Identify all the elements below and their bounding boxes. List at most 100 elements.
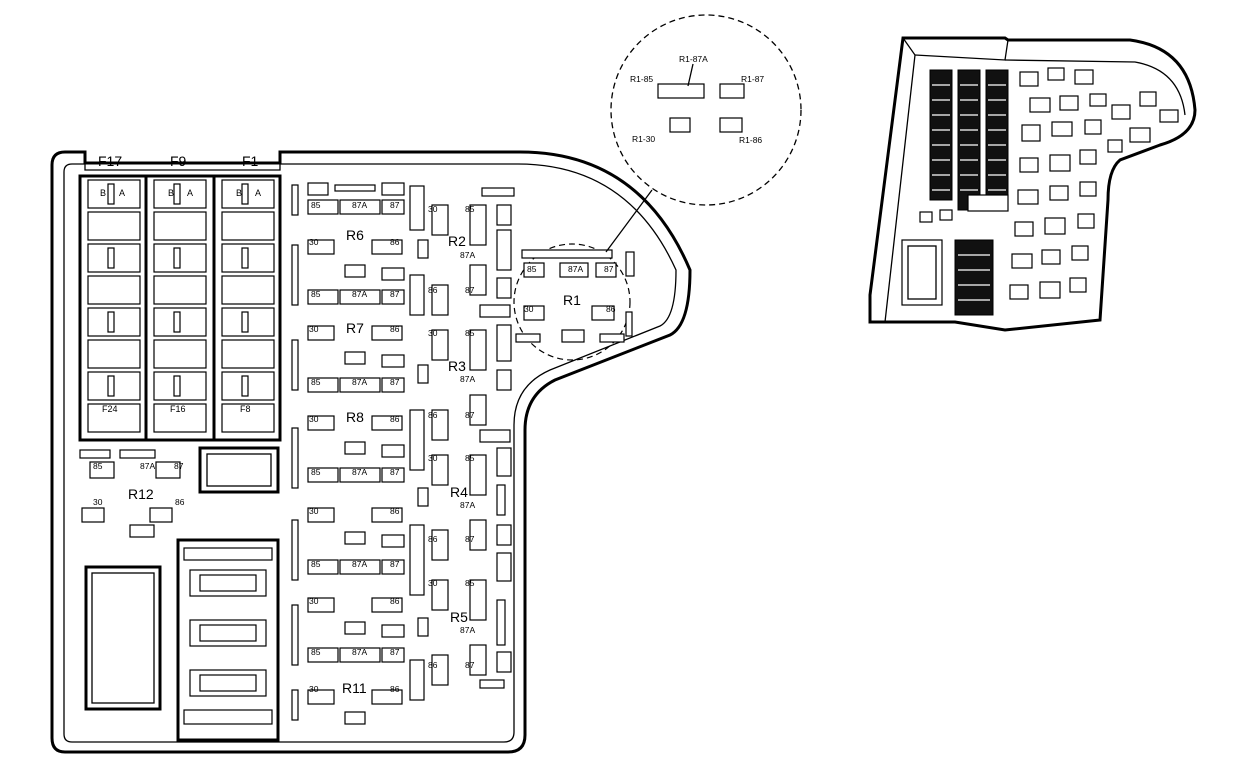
relay-label-r8: R8 xyxy=(346,409,364,425)
pin-label-86: 86 xyxy=(390,506,400,516)
relay-label-r12: R12 xyxy=(128,486,154,502)
pin-label-30: 30 xyxy=(428,204,438,214)
fuse-cell-b: B xyxy=(100,188,106,198)
pin-label-85: 85 xyxy=(465,578,475,588)
pin-label-86: 86 xyxy=(390,596,400,606)
relay-labels: R6 R7 R8 R11 R2 R3 R4 R5 xyxy=(342,227,468,696)
pin-label-30: 30 xyxy=(309,414,319,424)
pin-label-87: 87 xyxy=(465,285,475,295)
pin-label-85: 85 xyxy=(311,289,321,299)
pin-label-87a: 87A xyxy=(352,377,367,387)
pin-label-87: 87 xyxy=(390,559,400,569)
pin-label-86: 86 xyxy=(428,285,438,295)
pin-label-30: 30 xyxy=(428,328,438,338)
pin-label-86: 86 xyxy=(428,534,438,544)
fuse-box-outline xyxy=(50,150,692,754)
relay-label-r1: R1 xyxy=(563,292,581,308)
fuse-box-isometric-view xyxy=(868,36,1197,332)
pin-label-85: 85 xyxy=(465,453,475,463)
pin-label-86: 86 xyxy=(390,237,400,247)
relay-grid xyxy=(291,182,515,725)
pin-label-87: 87 xyxy=(390,289,400,299)
relay-label-r11: R11 xyxy=(342,680,367,696)
pin-label-85: 85 xyxy=(311,200,321,210)
pin-label-86: 86 xyxy=(175,497,185,507)
pin-label-87a: 87A xyxy=(460,250,475,260)
fuse-cell-b: B xyxy=(168,188,174,198)
relay-r1: 85 87A 87 R1 30 86 xyxy=(513,243,635,361)
pin-label-87: 87 xyxy=(465,660,475,670)
pin-label-30: 30 xyxy=(524,304,534,314)
pin-label-87: 87 xyxy=(465,534,475,544)
relay-label-r3: R3 xyxy=(448,358,466,374)
pin-label-30: 30 xyxy=(428,578,438,588)
pin-label-87: 87 xyxy=(174,461,184,471)
pin-label-86: 86 xyxy=(606,304,616,314)
fuse-column-label-f17: F17 xyxy=(98,153,122,169)
pin-label-87: 87 xyxy=(390,377,400,387)
pin-label-87a: 87A xyxy=(460,625,475,635)
pin-label-87a: 87A xyxy=(140,461,155,471)
pin-label-30: 30 xyxy=(309,684,319,694)
fuse-rows xyxy=(87,179,275,433)
fuse-label-f16: F16 xyxy=(170,404,186,414)
pin-label-30: 30 xyxy=(428,453,438,463)
fuse-label-f8: F8 xyxy=(240,404,251,414)
fuse-column-label-f1: F1 xyxy=(242,153,259,169)
detail-label-r1-85: R1-85 xyxy=(630,74,653,84)
pin-label-85: 85 xyxy=(527,264,537,274)
pin-label-85: 85 xyxy=(465,204,475,214)
relay-label-r6: R6 xyxy=(346,227,364,243)
pin-label-85: 85 xyxy=(311,647,321,657)
fuse-column-labels: F17 F9 F1 xyxy=(98,153,259,169)
pin-label-85: 85 xyxy=(311,559,321,569)
detail-label-r1-87a: R1-87A xyxy=(679,54,708,64)
pin-label-87: 87 xyxy=(604,264,614,274)
pin-label-87a: 87A xyxy=(352,289,367,299)
pin-label-87a: 87A xyxy=(352,559,367,569)
pin-label-86: 86 xyxy=(390,414,400,424)
detail-leader-line xyxy=(605,189,653,253)
pin-label-87a: 87A xyxy=(352,467,367,477)
pin-label-86: 86 xyxy=(428,410,438,420)
pin-label-30: 30 xyxy=(309,596,319,606)
pin-label-87a: 87A xyxy=(568,264,583,274)
connector-block xyxy=(176,538,280,742)
pin-label-87a: 87A xyxy=(460,500,475,510)
pin-label-85: 85 xyxy=(93,461,103,471)
pin-label-87: 87 xyxy=(390,467,400,477)
fuse-block: B A B A B A F24 F16 F8 xyxy=(78,174,282,442)
pin-label-85: 85 xyxy=(311,377,321,387)
pin-label-87: 87 xyxy=(390,200,400,210)
pin-labels: 85 87A 87 30 86 85 87A 87 30 86 85 87A 8… xyxy=(309,200,475,694)
pin-label-87a: 87A xyxy=(352,647,367,657)
pin-label-86: 86 xyxy=(428,660,438,670)
pin-label-87: 87 xyxy=(390,647,400,657)
pin-label-30: 30 xyxy=(309,506,319,516)
pin-label-30: 30 xyxy=(309,324,319,334)
fuse-column-label-f9: F9 xyxy=(170,153,187,169)
maxi-fuse-slot xyxy=(84,565,162,711)
detail-label-r1-87: R1-87 xyxy=(741,74,764,84)
relay-r12: 85 87A 87 R12 30 86 xyxy=(79,446,280,538)
fuse-cell-a: A xyxy=(187,188,193,198)
relay-label-r4: R4 xyxy=(450,484,468,500)
fuse-cell-a: A xyxy=(119,188,125,198)
pin-label-87a: 87A xyxy=(460,374,475,384)
pin-label-87a: 87A xyxy=(352,200,367,210)
relay-label-r7: R7 xyxy=(346,320,364,336)
pin-label-85: 85 xyxy=(465,328,475,338)
fuse-label-f24: F24 xyxy=(102,404,118,414)
detail-label-r1-86: R1-86 xyxy=(739,135,762,145)
pin-label-87: 87 xyxy=(465,410,475,420)
pin-label-85: 85 xyxy=(311,467,321,477)
pin-label-86: 86 xyxy=(390,324,400,334)
pin-label-86: 86 xyxy=(390,684,400,694)
relay-label-r2: R2 xyxy=(448,233,466,249)
pin-label-30: 30 xyxy=(93,497,103,507)
relay-label-r5: R5 xyxy=(450,609,468,625)
fuse-cell-b: B xyxy=(236,188,242,198)
pin-label-30: 30 xyxy=(309,237,319,247)
detail-label-r1-30: R1-30 xyxy=(632,134,655,144)
